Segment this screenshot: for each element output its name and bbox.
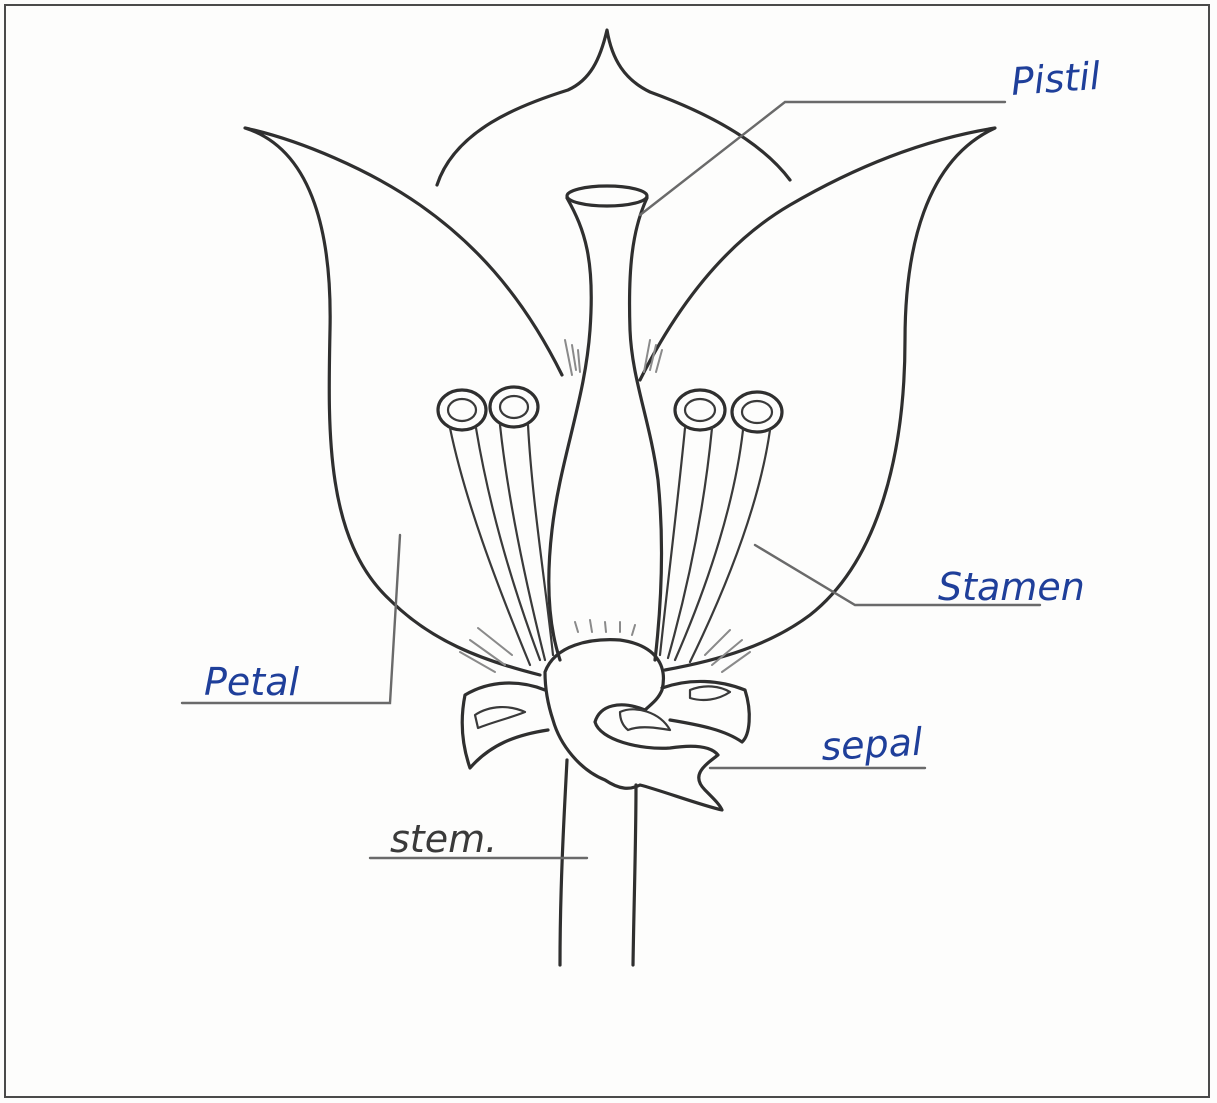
- pistil-style-right: [630, 198, 662, 660]
- stem-label: stem.: [390, 817, 497, 861]
- anther-left-outer-inner: [448, 399, 476, 421]
- sepal-curl: [620, 709, 670, 730]
- pistil-leader: [640, 102, 1005, 215]
- stem-right-line: [633, 785, 636, 965]
- anther-right-inner-inner: [685, 399, 715, 421]
- anther-right-outer-inner: [742, 401, 772, 423]
- back-petal: [437, 30, 790, 185]
- stem-left-line: [560, 760, 567, 965]
- sepal-label: sepal: [820, 720, 924, 769]
- anther-left-inner: [490, 387, 538, 427]
- filament-right-inner: [660, 428, 712, 658]
- right-sepal-vein: [690, 686, 730, 700]
- pistil-label: Pistil: [1010, 54, 1103, 104]
- pistil-style: [549, 198, 592, 660]
- stamen-label: Stamen: [938, 565, 1085, 609]
- anther-left-outer: [438, 390, 486, 430]
- filament-left-outer: [450, 428, 540, 665]
- anther-left-inner-inner: [500, 396, 528, 418]
- left-sepal: [462, 683, 548, 768]
- left-sepal-vein: [475, 707, 525, 728]
- petal-label: Petal: [204, 660, 299, 704]
- pistil-stigma: [567, 186, 647, 206]
- anther-right-outer: [732, 392, 782, 432]
- right-sepal: [662, 681, 749, 742]
- left-petal: [245, 128, 562, 675]
- anther-right-inner: [675, 390, 725, 430]
